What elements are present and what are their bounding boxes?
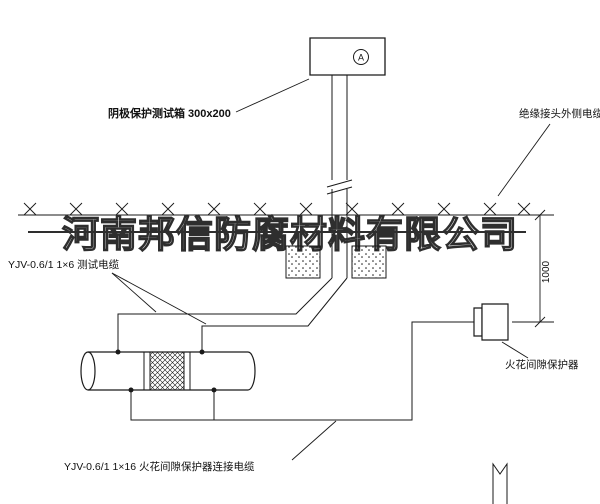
- spark-gap-protector-terminal: [474, 308, 482, 336]
- leader-spark-cable: [292, 421, 336, 460]
- insulating-joint-hatch: [150, 352, 184, 390]
- leader-spark-protector: [502, 342, 528, 358]
- test-cable-1: [118, 278, 332, 352]
- dimension-1000: 1000: [512, 210, 554, 327]
- test-box-marker-circle: [354, 50, 369, 65]
- test-cable-2: [202, 278, 347, 352]
- leader-test-cable-2: [112, 273, 206, 324]
- label-test-box: 阴极保护测试箱 300x200: [108, 106, 231, 120]
- cables: [118, 278, 476, 420]
- concrete-foundation: [286, 246, 386, 278]
- pipe-end-left: [81, 352, 95, 390]
- label-test-cable: YJV-0.6/1 1×6 测试电缆: [8, 258, 120, 271]
- label-insulated-joint-cable: 绝缘接头外侧电缆: [519, 107, 600, 120]
- test-box: A: [310, 38, 385, 75]
- test-box-marker-letter: A: [358, 53, 364, 63]
- grade-line: [18, 202, 532, 215]
- concrete-block-left: [286, 246, 320, 278]
- pipe-end-right: [248, 352, 255, 390]
- leader-test-cable-1: [112, 273, 156, 312]
- conduit-break-mark: [327, 187, 352, 194]
- dim-tick-bottom: [535, 317, 545, 327]
- leader-joint-cable: [498, 124, 550, 196]
- spark-gap-protector-body: [482, 304, 508, 340]
- leader-lines: [112, 79, 550, 460]
- watermark: 河南邦信防腐材料有限公司: [28, 213, 526, 256]
- concrete-block-right: [352, 246, 386, 278]
- label-spark-gap-cable: YJV-0.6/1 1×16 火花间隙保护器连接电缆: [64, 460, 255, 473]
- conduit-break-mark: [327, 180, 352, 187]
- pipeline: [81, 352, 255, 390]
- label-spark-gap-protector: 火花间隙保护器: [505, 358, 579, 371]
- section-cut-symbol: [493, 464, 507, 504]
- spark-gap-cable-run: [131, 322, 476, 420]
- dimension-value: 1000: [541, 260, 552, 283]
- dim-tick-top: [535, 210, 545, 220]
- leader-test-box: [236, 79, 309, 112]
- spark-gap-protector: [474, 304, 508, 340]
